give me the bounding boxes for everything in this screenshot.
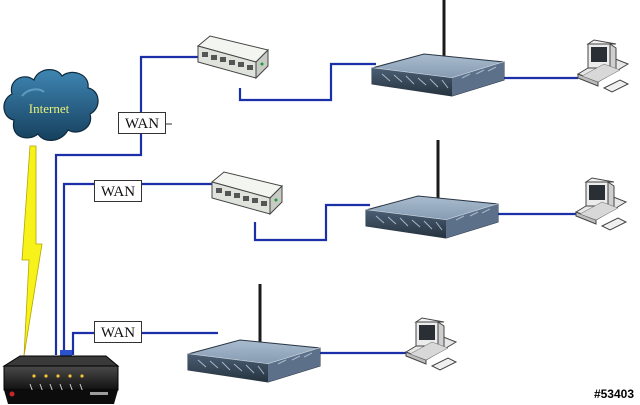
- cable-top-wan: [54, 55, 205, 355]
- cloud-icon: [3, 69, 99, 141]
- internet-label: Internet: [28, 101, 70, 116]
- cable-middle-wan: [62, 182, 214, 355]
- computer-icon: [577, 39, 629, 93]
- computer-icon: [405, 317, 457, 371]
- watermark: #53403: [593, 387, 634, 401]
- cable-middle-switch-router: [253, 203, 370, 242]
- switch-icon: [211, 171, 283, 215]
- cable-top-switch-router: [238, 62, 376, 102]
- wan-label-middle: WAN: [94, 180, 142, 202]
- wireless-router-icon: [370, 0, 506, 98]
- lightning-icon: [21, 145, 43, 357]
- wan-label-top: WAN: [118, 112, 166, 134]
- computer-icon: [575, 177, 627, 231]
- modem-icon: [2, 350, 120, 404]
- switch-icon: [197, 35, 269, 79]
- wan-label-bottom: WAN: [94, 321, 142, 343]
- wireless-router-icon: [364, 138, 500, 240]
- cable-bottom-wan: [71, 331, 218, 355]
- cables: [54, 55, 578, 355]
